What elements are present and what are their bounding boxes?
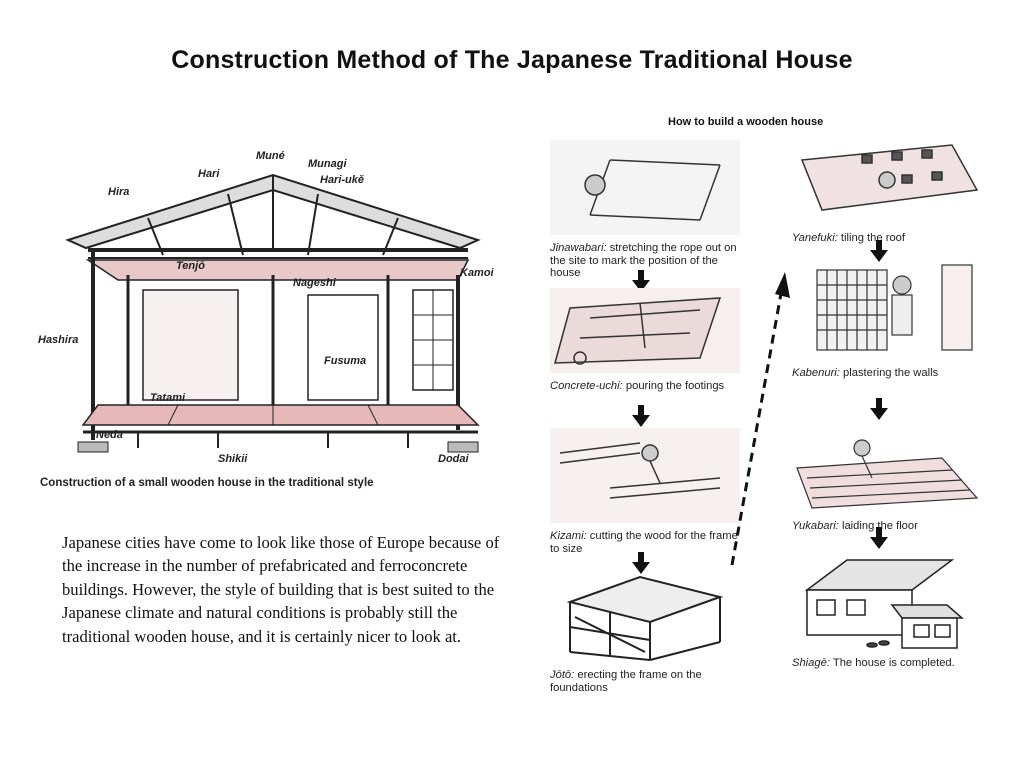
house-illustration <box>65 173 481 453</box>
step-kizami: Kizami: cutting the wood for the frame t… <box>550 428 750 555</box>
step-yukabari: Yukabari: laiding the floor <box>792 428 992 533</box>
page-title: Construction Method of The Japanese Trad… <box>171 46 853 74</box>
steps-title: How to build a wooden house <box>668 116 824 128</box>
label-tatami: Tatami <box>150 392 186 404</box>
step-yanefuki: Yanefuki: tiling the roof <box>792 140 992 245</box>
step-caption: Jōtō: erecting the frame on the foundati… <box>550 669 702 694</box>
label-dodai: Dodai <box>438 453 469 465</box>
label-hari-uke: Hari-ukĕ <box>320 174 365 186</box>
step-caption: Yanefuki: tiling the roof <box>792 232 905 244</box>
label-munagi: Munagi <box>308 158 347 170</box>
step-shiage: Shiagē: The house is completed. <box>792 550 992 670</box>
step-caption: Concrete-uchi: pouring the footings <box>550 380 725 392</box>
step-caption: Kizami: cutting the wood for the frame t… <box>550 530 738 555</box>
step-caption: Kabenuri: plastering the walls <box>792 367 939 379</box>
label-kamoi: Kamoi <box>460 267 494 279</box>
body-paragraph: Japanese cities have come to look like t… <box>62 533 500 646</box>
step-joto: Jōtō: erecting the frame on the foundati… <box>550 572 750 694</box>
house-caption: Construction of a small wooden house in … <box>40 477 374 489</box>
label-nageshi: Nageshi <box>293 277 336 289</box>
label-hari: Hari <box>198 168 220 180</box>
step-illustration <box>550 288 740 373</box>
step-concrete-uchi: Concrete-uchi: pouring the footings <box>550 288 750 393</box>
arrow-down-icon <box>632 552 650 574</box>
label-shikii: Shikii <box>218 453 248 465</box>
label-fusuma: Fusuma <box>324 355 367 367</box>
house-cross-section-figure: Muné Munagi Hari Hari-ukĕ Hira Tenjō Kam… <box>28 150 508 500</box>
step-caption: Jinawabari: stretching the rope out on t… <box>550 242 737 279</box>
step-illustration <box>804 559 965 649</box>
arrow-down-icon <box>870 240 888 262</box>
label-hashira: Hashira <box>38 334 79 346</box>
step-caption: Yukabari: laiding the floor <box>792 520 918 532</box>
label-mune: Muné <box>256 150 285 162</box>
dashed-arrow-up-icon <box>730 272 790 566</box>
build-steps-panel: How to build a wooden house Jinawabari: … <box>540 110 980 710</box>
step-jinawabari: Jinawabari: stretching the rope out on t… <box>550 140 750 280</box>
step-illustration <box>566 575 724 661</box>
step-kabenuri: Kabenuri: plastering the walls <box>792 260 992 380</box>
label-hira: Hira <box>108 186 130 198</box>
arrow-down-icon <box>632 405 650 427</box>
step-caption: Shiagē: The house is completed. <box>792 657 955 669</box>
step-illustration <box>550 140 740 235</box>
step-illustration <box>800 144 979 211</box>
step-illustration <box>796 439 979 509</box>
arrow-down-icon <box>870 398 888 420</box>
arrow-down-icon <box>870 527 888 549</box>
step-illustration <box>550 428 740 523</box>
label-tenjo: Tenjō <box>176 260 205 272</box>
step-illustration <box>816 264 973 351</box>
label-neda: Neda <box>96 429 123 441</box>
